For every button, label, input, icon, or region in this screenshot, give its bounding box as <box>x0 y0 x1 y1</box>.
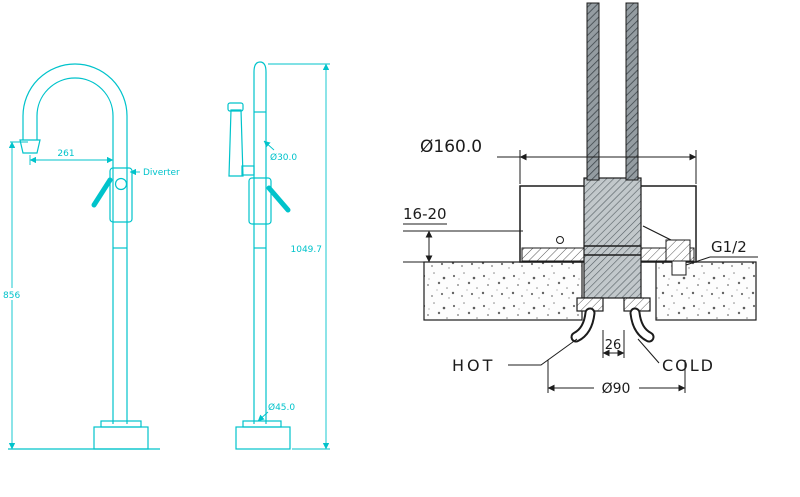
side-view <box>227 61 291 450</box>
base-side <box>235 426 291 450</box>
dim-spout-reach: 261 <box>29 149 114 165</box>
front-view-dimensions: 261 856 Diverter <box>1 141 180 450</box>
hot-label: HOT <box>452 356 495 375</box>
floor-slab-right <box>655 261 757 321</box>
column-side-outline <box>253 61 267 424</box>
dim-inlet-spacing-text: 26 <box>605 338 622 353</box>
dim-spout-height-text: 856 <box>3 291 20 301</box>
dim-total-height: 1049.7 <box>268 63 330 450</box>
dim-spout-diameter: Ø30.0 <box>263 140 297 163</box>
mixer-body-side <box>248 177 272 225</box>
hand-shower-wand <box>228 109 244 177</box>
dim-base-diameter: Ø45.0 <box>257 402 295 422</box>
shower-holder-bracket <box>241 165 255 176</box>
diverter-label: Diverter <box>143 168 180 178</box>
diverter-callout: Diverter <box>129 168 180 178</box>
front-view <box>8 63 160 450</box>
side-outlet-fitting <box>665 239 691 262</box>
spout-nozzle <box>19 139 41 154</box>
dim-spout-reach-text: 261 <box>57 149 74 159</box>
supply-pipe-right <box>625 2 639 181</box>
dim-inlet-spacing: 26 <box>602 330 625 358</box>
gooseneck-spout-outer <box>22 63 128 424</box>
mounting-plate-left <box>521 247 585 262</box>
mixer-body <box>109 167 133 223</box>
base <box>93 426 149 450</box>
supply-pipe-left <box>586 2 600 181</box>
dim-inlet-circle: Ø90 <box>547 360 686 397</box>
dim-total-height-text: 1049.7 <box>291 245 323 255</box>
floor-slab-left <box>423 261 583 321</box>
dim-escutcheon-diameter: Ø160.0 <box>420 137 697 184</box>
thread-label: G1/2 <box>711 238 747 256</box>
thread-callout: G1/2 <box>685 238 758 266</box>
dim-floor-text: 16-20 <box>403 205 447 223</box>
base-collar-side <box>242 420 282 428</box>
cold-callout: COLD <box>637 338 715 375</box>
dim-base-diameter-text: Ø45.0 <box>268 402 295 413</box>
mixer-cap <box>114 177 128 191</box>
mixer-lever <box>91 177 113 208</box>
side-view-dimensions: Ø30.0 1049.7 Ø45.0 <box>257 63 330 450</box>
base-collar <box>100 420 142 428</box>
mixer-lever-side <box>266 185 291 213</box>
hot-callout: HOT <box>452 338 578 375</box>
gooseneck-spout-inner <box>36 77 114 424</box>
faucet-shank <box>583 177 642 299</box>
section-view <box>423 2 757 343</box>
hand-shower-head <box>227 102 244 112</box>
cold-label: COLD <box>662 356 715 375</box>
fixing-screw <box>556 236 564 244</box>
side-outlet-tail <box>671 260 687 276</box>
dim-spout-height: 856 <box>1 141 28 450</box>
dim-escutcheon-text: Ø160.0 <box>420 137 482 157</box>
section-dimensions: Ø160.0 16-20 G1/2 26 HOT COLD <box>403 137 758 397</box>
dim-floor-adjustment: 16-20 <box>403 205 523 263</box>
dim-inlet-circle-text: Ø90 <box>602 381 631 397</box>
dim-spout-diameter-text: Ø30.0 <box>270 152 297 163</box>
